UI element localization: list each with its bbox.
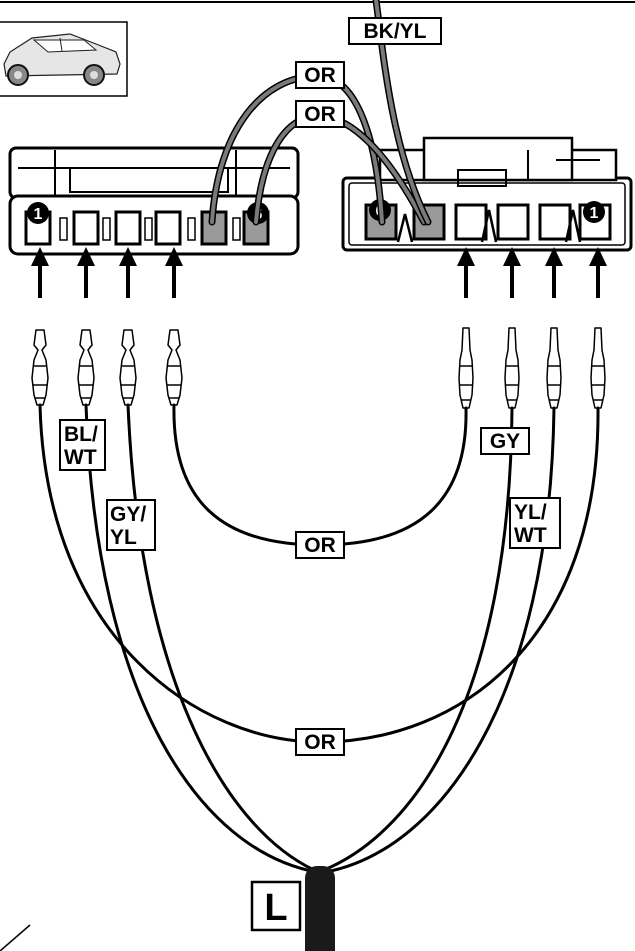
arrow-up-icon [589,247,607,298]
label-or-bottom: OR [295,728,345,756]
wire-yl-wt [324,406,556,874]
label-harness-l-text: L [264,887,287,929]
label-bk-yl-text: BK/YL [364,20,427,43]
label-gy-yl: GY/ YL [106,499,156,551]
label-harness-l: L [250,880,302,932]
terminal-icon [77,329,95,406]
label-gy-text: GY [490,430,520,453]
arrow-up-icon [503,247,521,298]
terminal-icon [31,329,49,406]
pin-1-label-right: 1 [590,205,599,222]
vehicle-thumbnail [0,21,128,97]
pin-1-label-left: 1 [34,206,43,223]
label-bk-yl: BK/YL [348,17,442,45]
label-or-top-1-text: OR [304,64,336,87]
label-yl-wt-line2: WT [514,524,547,547]
arrow-up-icon [545,247,563,298]
terminal-icon [165,329,183,406]
wire-gy [322,406,514,872]
arrow-up-icon [31,247,49,298]
label-yl-wt-line1: YL/ [514,501,547,524]
label-bl-wt-line1: BL/ [64,423,98,446]
frame-corner-mark [0,924,31,951]
label-bl-wt: BL/ WT [59,419,106,471]
lower-wires [38,403,600,874]
arrow-up-icon [119,247,137,298]
label-or-top-1: OR [295,61,345,89]
label-or-top-2-text: OR [304,103,336,126]
terminal-icon [504,327,520,409]
terminal-icon [458,327,474,409]
label-or-bottom-text: OR [304,731,336,754]
terminal-icon [119,329,137,406]
label-yl-wt: YL/ WT [509,497,561,549]
label-bl-wt-line2: WT [64,446,97,469]
pin-1-badge-right [583,201,605,223]
pin-1-badge-left [27,202,49,224]
left-connector [8,146,300,256]
wire-or-mid [172,403,468,547]
arrow-up-icon [457,247,475,298]
arrow-up-icon [77,247,95,298]
label-or-mid-text: OR [304,534,336,557]
arrow-up-icon [165,247,183,298]
label-or-mid: OR [295,531,345,559]
label-gy: GY [480,427,530,455]
label-gy-yl-line2: YL [110,526,137,549]
wire-bl-wt [84,403,318,874]
insertion-arrows [31,247,607,298]
terminal-icon [590,327,606,409]
right-connector [341,136,633,252]
label-or-top-2: OR [295,100,345,128]
terminal-icon [546,327,562,409]
wire-or-bottom [38,403,600,744]
wire-gy-yl [126,403,316,872]
label-gy-yl-line1: GY/ [110,503,146,526]
